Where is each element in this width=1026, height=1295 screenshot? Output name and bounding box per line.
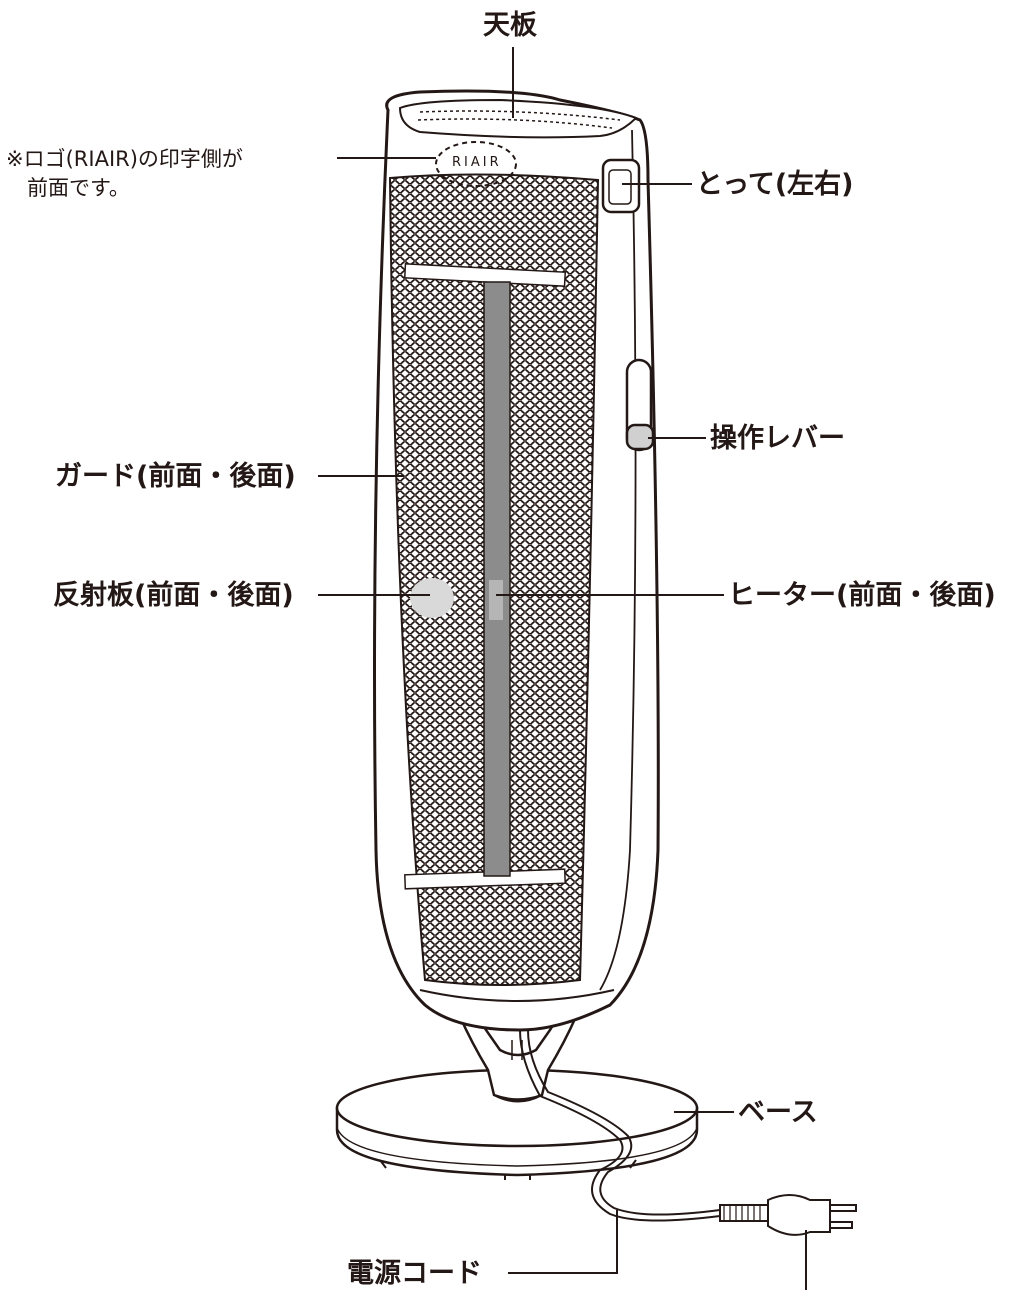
label-heater: ヒーター(前面・後面) (728, 580, 996, 611)
logo-marker (435, 141, 517, 187)
leader-cord (508, 1210, 618, 1274)
handle-grip (601, 158, 641, 214)
heater-element (483, 281, 511, 877)
heater-body (373, 89, 660, 1032)
label-logo-note-line2: 前面です。 (27, 176, 130, 200)
label-top-plate: 天板 (483, 10, 537, 41)
power-cord (519, 1029, 857, 1236)
label-handle: とって(左右) (696, 169, 854, 200)
label-base: ベース (738, 1097, 818, 1128)
label-guard: ガード(前面・後面) (55, 461, 296, 492)
label-logo-note-line1: ※ロゴ(RIAIR)の印字側が (6, 147, 243, 171)
label-reflector: 反射板(前面・後面) (53, 580, 294, 611)
reflector-patch (410, 578, 454, 618)
leader-lines (318, 47, 807, 1290)
label-power-cord: 電源コード (347, 1258, 482, 1289)
label-lever: 操作レバー (710, 423, 845, 454)
logo-text: RIAIR (452, 155, 502, 170)
